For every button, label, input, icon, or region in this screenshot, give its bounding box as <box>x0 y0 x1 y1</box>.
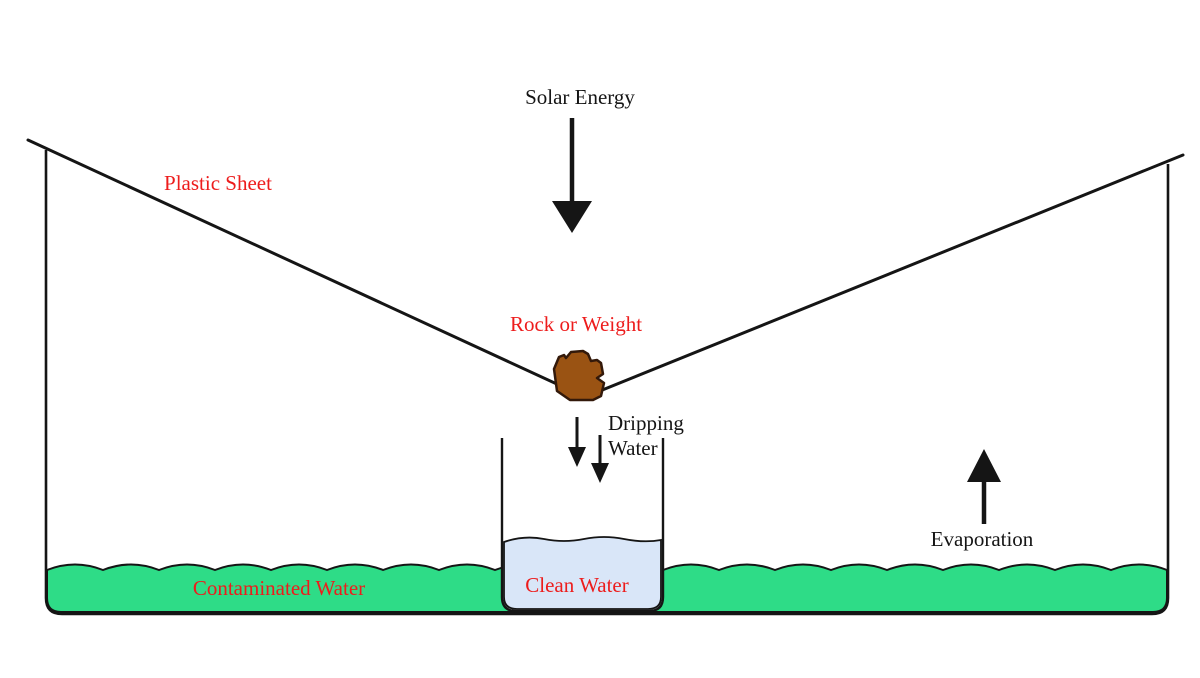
solar-energy-label: Solar Energy <box>525 85 635 109</box>
plastic-sheet-label: Plastic Sheet <box>164 171 272 195</box>
clean-water-label: Clean Water <box>525 573 628 597</box>
clean-water-fill <box>503 536 662 610</box>
dripping-water-label-line2: Water <box>608 436 658 460</box>
dripping-water-label-line1: Dripping <box>608 411 684 435</box>
evaporation-label: Evaporation <box>931 527 1034 551</box>
rock-shape <box>552 349 606 402</box>
dripping-arrow-1-icon <box>568 417 586 467</box>
contaminated-water-label: Contaminated Water <box>193 576 365 600</box>
solar-energy-arrow-icon <box>552 118 592 233</box>
dripping-arrow-2-icon <box>591 435 609 483</box>
rock-or-weight-label: Rock or Weight <box>510 312 642 336</box>
basin-outline <box>44 150 1170 616</box>
evaporation-arrow-icon <box>967 449 1001 524</box>
